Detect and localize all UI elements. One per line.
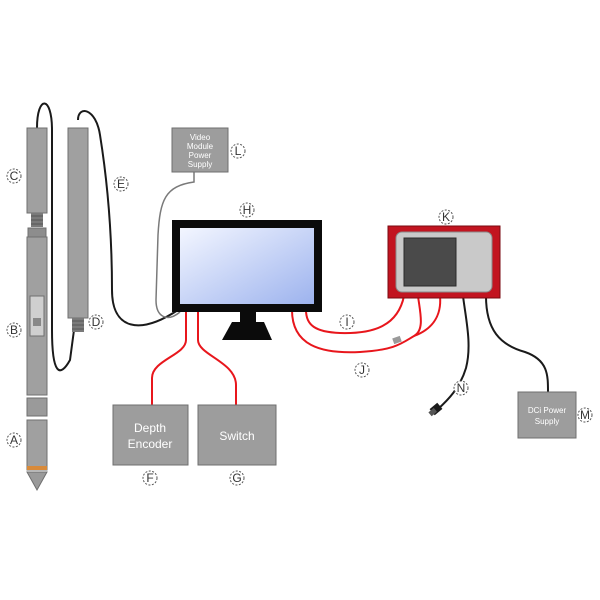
depth-encoder-cable: [151, 310, 187, 405]
usb-plug-icon: [428, 402, 443, 417]
callout-b-label: B: [10, 323, 18, 337]
callout-g: [229, 470, 245, 486]
callout-labels: A B C D E F G H I J K L M N: [10, 144, 590, 485]
video-power-label-4: Supply: [188, 160, 212, 169]
callout-m: [577, 407, 593, 423]
callout-f-label: F: [146, 471, 153, 485]
depth-encoder: Depth Encoder: [112, 404, 189, 466]
callout-c-label: C: [10, 169, 19, 183]
probe-d: [67, 127, 89, 332]
dci-power-cable: [485, 295, 549, 393]
switch-cable: [197, 310, 237, 405]
callout-m-label: M: [580, 408, 590, 422]
dci-power-label-2: Supply: [535, 417, 559, 426]
cable-e: [77, 110, 179, 327]
video-module-power-supply: Video Module Power Supply: [171, 127, 229, 173]
cable-j: [291, 295, 422, 354]
video-power-cable: [155, 170, 195, 319]
cable-j-connector: [392, 335, 402, 345]
callout-k-label: K: [442, 210, 450, 224]
black-cables: [36, 102, 549, 411]
callout-c: [6, 168, 22, 184]
monitor: [172, 220, 322, 340]
cable-j-branch: [413, 295, 442, 337]
dci-power-supply: DCi Power Supply: [517, 391, 577, 439]
callout-d: [88, 314, 104, 330]
video-power-label-3: Power: [189, 151, 212, 160]
callout-h: [239, 202, 255, 218]
callout-l-label: L: [235, 144, 242, 158]
probe-c: [26, 127, 48, 227]
callout-a-label: A: [10, 433, 18, 447]
probe-link-cable: [36, 102, 75, 372]
callout-e-label: E: [117, 177, 125, 191]
callout-n: [453, 380, 469, 396]
callout-n-label: N: [457, 381, 466, 395]
depth-encoder-label-1: Depth: [134, 421, 166, 435]
callouts: [6, 143, 593, 486]
cable-n: [436, 295, 470, 411]
video-power-label-2: Module: [187, 142, 214, 151]
probe-ab: [26, 227, 48, 492]
red-cables: [151, 295, 442, 405]
monitor-stand: [222, 322, 272, 340]
control-unit: [387, 225, 501, 299]
switch-box: Switch: [197, 404, 277, 466]
callout-b: [6, 322, 22, 338]
callout-k: [438, 209, 454, 225]
depth-encoder-label-2: Encoder: [128, 437, 173, 451]
callout-e: [113, 176, 129, 192]
video-power-label-1: Video: [190, 133, 211, 142]
callout-a: [6, 432, 22, 448]
unit-screen: [403, 237, 457, 287]
dci-power-label-1: DCi Power: [528, 406, 567, 415]
callout-j-label: J: [359, 363, 365, 377]
callout-d-label: D: [92, 315, 101, 329]
cable-i: [305, 295, 405, 335]
callout-g-label: G: [232, 471, 241, 485]
callout-i-label: I: [345, 315, 348, 329]
callout-h-label: H: [243, 203, 252, 217]
callout-i: [339, 314, 355, 330]
callout-f: [142, 470, 158, 486]
switch-label: Switch: [219, 429, 254, 443]
monitor-screen: [180, 228, 314, 304]
callout-j: [354, 362, 370, 378]
callout-l: [230, 143, 246, 159]
